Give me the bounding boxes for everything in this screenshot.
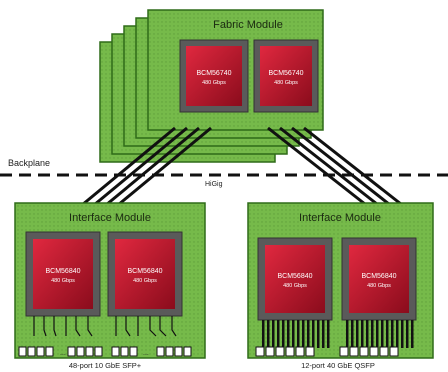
higig-label: HiGig [205, 181, 223, 188]
fabric-chip-1-name: BCM56740 [196, 70, 231, 77]
interface-left-ports [18, 346, 192, 357]
interface-left-ellipsis-1: ... [60, 350, 66, 357]
interface-right-ports [255, 346, 399, 357]
interface-right-chip-1 [265, 245, 325, 313]
interface-left-chip-2-speed: 480 Gbps [133, 278, 157, 284]
fabric-chip-2 [260, 46, 312, 106]
interface-right-chip-1-speed: 480 Gbps [283, 283, 307, 289]
fabric-module-title: Fabric Module [213, 19, 283, 31]
interface-left-port-label: 48-port 10 GbE SFP+ [69, 361, 142, 370]
interface-right-port-label: 12-port 40 GbE QSFP [301, 361, 375, 370]
interface-left-chip-2 [115, 239, 175, 309]
interface-left-chip-2-name: BCM56840 [127, 268, 162, 275]
fabric-module-stack: Fabric Module BCM56740 480 Gbps BCM56740… [99, 9, 324, 163]
interface-left-chip-1 [33, 239, 93, 309]
interface-left-title: Interface Module [69, 212, 151, 224]
backplane-label: Backplane [8, 158, 50, 168]
interface-module-left: Interface Module BCM56840 480 Gbps BCM56… [14, 202, 206, 370]
fabric-chip-1 [186, 46, 242, 106]
interface-left-chip-1-name: BCM56840 [45, 268, 80, 275]
interface-right-title: Interface Module [299, 212, 381, 224]
higig-links-left [81, 126, 212, 207]
interface-module-right: Interface Module BCM56840 480 Gbps BCM56… [247, 202, 434, 370]
fabric-chip-2-speed: 480 Gbps [274, 80, 298, 86]
interface-right-chip-2-name: BCM56840 [361, 273, 396, 280]
interface-right-chip-1-name: BCM56840 [277, 273, 312, 280]
higig-links-right [267, 126, 407, 210]
fabric-chip-1-speed: 480 Gbps [202, 80, 226, 86]
interface-left-ellipsis-2: ... [143, 350, 149, 357]
interface-left-chip-1-speed: 480 Gbps [51, 278, 75, 284]
interface-right-chip-2-speed: 480 Gbps [367, 283, 391, 289]
interface-left-traces [33, 316, 177, 337]
fabric-chip-2-name: BCM56740 [268, 70, 303, 77]
interface-right-chip-2 [349, 245, 409, 313]
interface-right-traces [262, 320, 414, 348]
